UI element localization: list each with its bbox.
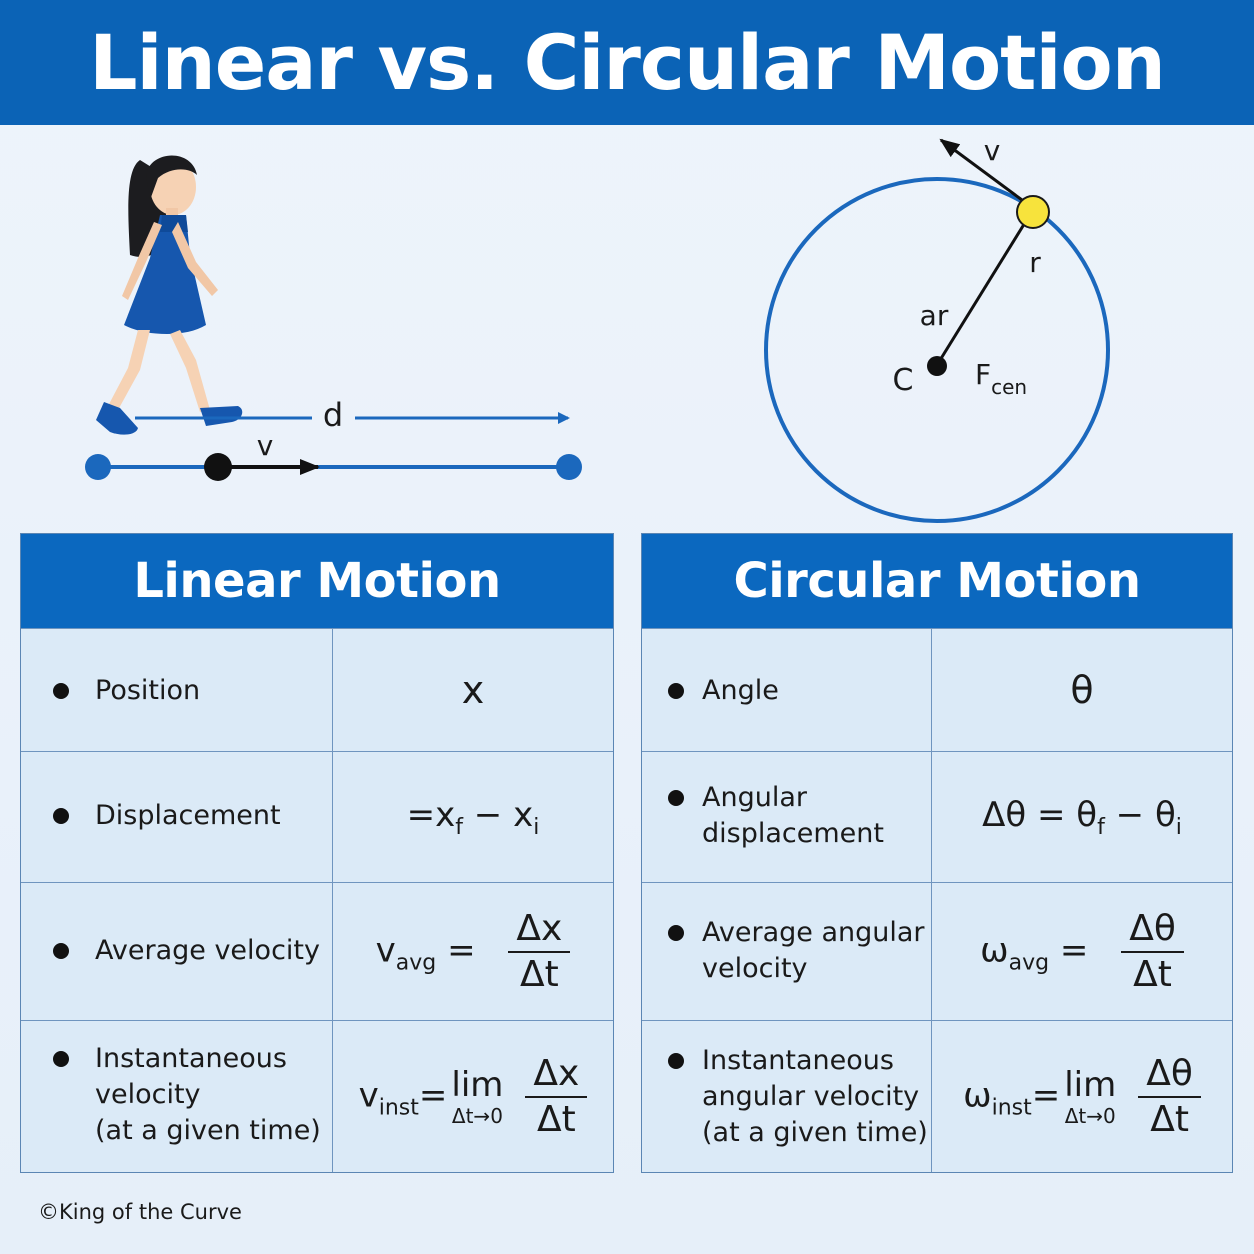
velocity-label: v: [257, 429, 274, 462]
table-row: Position x: [21, 628, 613, 751]
bullet-icon: [668, 790, 684, 806]
bullet-icon: [53, 943, 69, 959]
term-cell: Average velocity: [21, 883, 333, 1020]
circular-motion-heading: Circular Motion: [642, 534, 1232, 628]
centripetal-force-label: Fcen: [975, 358, 1027, 399]
table-row: Displacement =xf − xi: [21, 751, 613, 882]
term-position: Position: [95, 675, 201, 706]
bullet-icon: [53, 808, 69, 824]
symbol-cell: x: [333, 629, 613, 751]
copyright-footer: ©King of the Curve: [38, 1200, 242, 1224]
title-banner: Linear vs. Circular Motion: [0, 0, 1254, 125]
symbol-displacement: =xf − xi: [406, 794, 540, 840]
symbol-position: x: [461, 668, 485, 712]
walking-girl-icon: [96, 155, 243, 435]
term-cell: Displacement: [21, 752, 333, 882]
circular-path: [764, 177, 1110, 523]
term-cell: Position: [21, 629, 333, 751]
bullet-icon: [668, 1053, 684, 1069]
distance-label: d: [323, 396, 343, 434]
term-angle: Angle: [702, 675, 779, 706]
radial-accel-label: ar: [920, 299, 949, 332]
circular-velocity-label: v: [984, 134, 1001, 167]
tangential-velocity-arrow: [939, 138, 1023, 202]
table-row: Angle θ: [642, 628, 1232, 751]
linear-motion-heading: Linear Motion: [21, 534, 613, 628]
symbol-cell: θ: [932, 629, 1232, 751]
term-cell: Angle: [642, 629, 932, 751]
center-label: C: [893, 363, 914, 398]
bullet-icon: [53, 1051, 69, 1067]
center-point: [927, 356, 947, 376]
illustrations: d v v r ar C Fcen: [85, 134, 1110, 523]
bullet-icon: [668, 925, 684, 941]
track-end-point: [556, 454, 582, 480]
track-start-point: [85, 454, 111, 480]
term-average-velocity: Average velocity: [95, 935, 320, 966]
radius-line: [935, 212, 1033, 366]
bullet-icon: [53, 683, 69, 699]
radius-label: r: [1029, 246, 1041, 279]
circular-particle: [1016, 195, 1050, 229]
symbol-cell: =xf − xi: [333, 752, 613, 882]
page-title: Linear vs. Circular Motion: [89, 18, 1166, 107]
linear-particle: [204, 453, 232, 481]
linear-motion-panel: Linear Motion Position x Displacement =x…: [20, 533, 614, 1173]
symbol-cell: Δθ = θf − θi: [932, 752, 1232, 882]
symbol-angle: θ: [1070, 668, 1094, 712]
term-displacement: Displacement: [95, 800, 281, 831]
symbol-angular-displacement: Δθ = θf − θi: [982, 794, 1182, 840]
bullet-icon: [668, 683, 684, 699]
